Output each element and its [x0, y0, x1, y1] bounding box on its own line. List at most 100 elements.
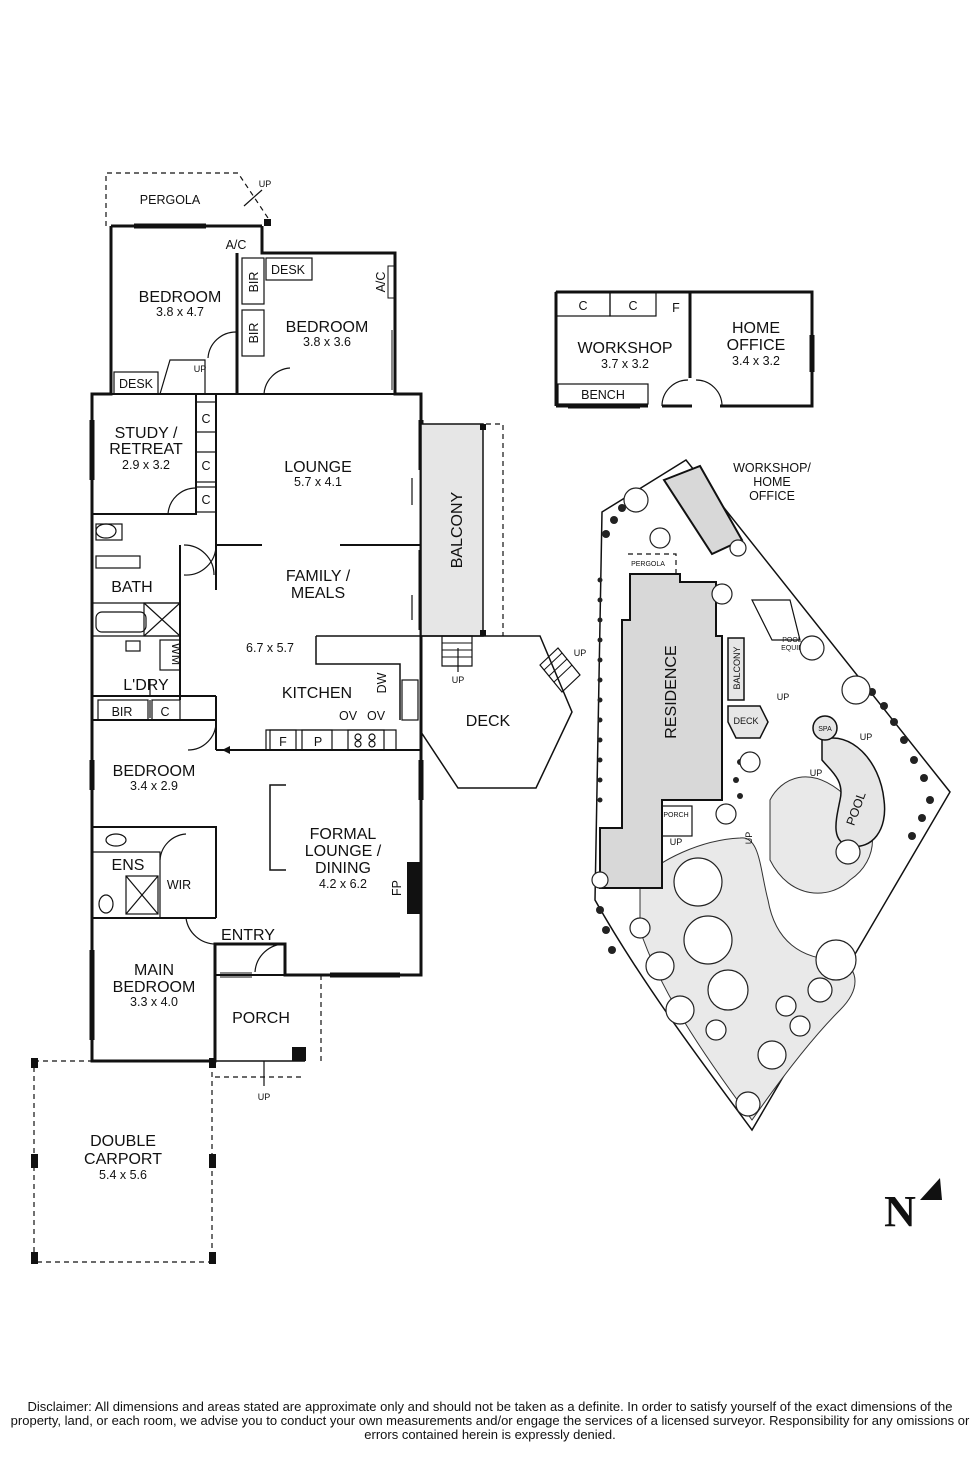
lot-boundary [594, 459, 951, 1132]
bir-label: BIR [247, 272, 261, 293]
site-label: PORCH [663, 812, 688, 819]
room-name: BEDROOM [286, 319, 369, 336]
room-name: ENTRY [221, 927, 275, 944]
pergola-up-label: UP [259, 179, 272, 189]
closet-label: C [160, 705, 169, 719]
wall-segment [260, 226, 270, 255]
site-label: HOME [753, 475, 791, 489]
trees [591, 487, 871, 1117]
bir-label: BIR [247, 323, 261, 344]
bath-label: BATH [111, 579, 152, 596]
site-deck [727, 705, 769, 739]
room-name: DINING [315, 860, 371, 877]
up-label: UP [860, 732, 873, 742]
room-dim: 2.9 x 3.2 [122, 458, 170, 472]
arrow-icon [222, 746, 230, 754]
up-label: UP [777, 692, 790, 702]
ac-label: A/C [374, 272, 388, 293]
room-name: RETREAT [109, 441, 183, 458]
deck-area [420, 635, 573, 789]
room-name: WORKSHOP [577, 340, 672, 357]
site-label: EQUIP [781, 645, 803, 652]
residence [599, 573, 723, 889]
room-name: MEALS [291, 585, 345, 602]
room-name: LOUNGE [284, 459, 352, 476]
desk-label: DESK [271, 263, 306, 277]
room-name: BEDROOM [113, 763, 196, 780]
residence-label: RESIDENCE [663, 645, 680, 738]
site-label: DECK [733, 716, 758, 726]
fridge-label: F [672, 301, 680, 315]
room-name: BEDROOM [139, 289, 222, 306]
room-name: DECK [466, 713, 511, 730]
room-name: BEDROOM [113, 979, 196, 996]
up-label: UP [810, 768, 823, 778]
room-name: PORCH [232, 1010, 290, 1027]
site-label: WORKSHOP/ [733, 461, 811, 475]
up-label: UP [574, 648, 587, 658]
wm-label: WM [169, 643, 183, 665]
oven-label: OV [339, 709, 358, 723]
balcony-label: BALCONY [449, 491, 466, 568]
spa [812, 715, 838, 741]
disclaimer-text: Disclaimer: All dimensions and areas sta… [10, 1399, 970, 1442]
closet-label: C [201, 459, 210, 473]
pergola-label: PERGOLA [140, 193, 201, 207]
compass-north-icon: N [884, 1178, 942, 1236]
up-label: UP [744, 832, 754, 845]
closet-label: C [628, 299, 637, 313]
up-label: UP [670, 837, 683, 847]
room-name: FAMILY / [286, 568, 351, 585]
ensuite-label: ENS [112, 857, 145, 874]
site-workshop [662, 464, 744, 556]
oven-label: OV [367, 709, 386, 723]
up-label: UP [194, 364, 207, 374]
ac-label: A/C [226, 238, 247, 252]
room-name: STUDY / [115, 425, 178, 442]
spa-label: SPA [818, 726, 832, 733]
up-arrow-icon [243, 189, 263, 207]
bench-label: BENCH [581, 388, 625, 402]
room-name: CARPORT [84, 1151, 162, 1168]
closet-label: C [578, 299, 587, 313]
laundry-label: L'DRY [123, 677, 169, 694]
site-label: OFFICE [749, 489, 795, 503]
bir-label: BIR [112, 705, 133, 719]
room-name: MAIN [134, 962, 174, 979]
room-name: HOME [732, 320, 780, 337]
room-dim: 4.2 x 6.2 [319, 877, 367, 891]
site-label: PERGOLA [631, 561, 665, 568]
post [292, 1047, 306, 1061]
pergola-outline [105, 172, 269, 226]
room-dim: 3.8 x 3.6 [303, 335, 351, 349]
room-dim: 5.7 x 4.1 [294, 475, 342, 489]
outbuilding-plan: C C F BENCH WORKSHOP 3.7 x 3.2 HOME OFFI… [554, 290, 815, 409]
closet-label: C [201, 412, 210, 426]
site-plan: WORKSHOP/ HOME OFFICE RESIDENCE PERGOLA … [591, 459, 951, 1132]
room-name: FORMAL [310, 826, 377, 843]
site-label: BALCONY [732, 646, 742, 689]
room-dim: 3.8 x 4.7 [156, 305, 204, 319]
post [264, 219, 271, 226]
up-label: UP [452, 675, 465, 685]
room-name: OFFICE [727, 337, 786, 354]
closet-label: C [201, 493, 210, 507]
fp-label: FP [390, 880, 404, 896]
fireplace [407, 862, 421, 914]
room-name: DOUBLE [90, 1133, 156, 1150]
room-dim: 3.4 x 2.9 [130, 779, 178, 793]
room-dim: 5.4 x 5.6 [99, 1168, 147, 1182]
main-floor-plan: PERGOLA UP C C C BIR BIR [31, 172, 587, 1264]
compass-letter: N [884, 1187, 916, 1236]
fridge-label: F [279, 735, 287, 749]
room-name: LOUNGE / [305, 843, 382, 860]
room-dim: 3.3 x 4.0 [130, 995, 178, 1009]
desk-label: DESK [119, 377, 154, 391]
up-label: UP [258, 1092, 271, 1102]
site-balcony [727, 637, 745, 701]
room-dim: 3.7 x 3.2 [601, 357, 649, 371]
dw-label: DW [375, 672, 389, 693]
room-name: KITCHEN [282, 685, 352, 702]
wir-label: WIR [167, 878, 191, 892]
